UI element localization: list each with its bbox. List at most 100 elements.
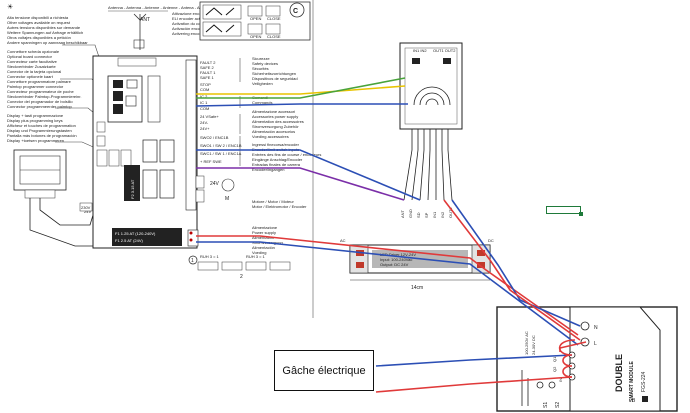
control-board: F2 3.15 AT F1 1.25 AT (120-240V) F1 2.5 … [92,55,199,249]
terminal-label: FAULT 1 [200,70,216,75]
gache-label: Gâche électrique [282,364,366,377]
module-pin-s2: S2 [555,402,561,408]
psu-text: LED Driver 12V-24V [380,252,416,257]
receiver-pin: IN1 [432,211,437,218]
receiver-out-label: OUT1 OUT2 [433,48,456,53]
jumper-label: RUH 3 = 1 [200,254,220,259]
fuse-2-label: F1 2.5 AT (24V) [115,238,144,243]
spreadsheet-cell-selection[interactable] [546,206,583,216]
terminal-label: SWO2 / ENC1B [200,135,229,140]
programmer-line: Conector del programador de bolsillo [7,99,73,104]
limit-line: Entradas finales de carrera [252,162,301,167]
receiver-pin: SP [424,212,429,218]
warning-line: Andere spanningen op aanvraag beschikbaa… [7,40,88,45]
psu-text: Input: 100-240Vac [380,257,412,262]
psu-width-label: 14cm [411,285,423,291]
motor-terminal: 24V M [195,175,235,203]
receiver-pin: OUT2 [448,207,453,218]
programmer-line: Connecteur programmateur de poche [7,89,74,94]
motor-icon [221,178,235,192]
transformer: 24V 230V [13,149,94,247]
programmer-line: Steckverbinder Palmtop-Programmiereinr. [7,94,81,99]
module-voltage-dc: 24-30V DC [531,335,536,355]
module-subtitle: SMART MODULE [629,361,635,402]
gache-electrique-box: Gâche électrique [274,350,374,391]
switch-panel: OPEN CLOSE OPEN CLOSE C [199,1,311,41]
module-model: FGS-224 [641,371,647,392]
terminal-label: COM [200,87,209,92]
terminal-label: SAFE 2 [200,65,215,70]
jumper-area: 1 RUH 3 = 1 RUH 3 = 1 2 [188,254,291,280]
psu-ac-label: AC [340,238,346,243]
close-label: CLOSE [267,34,281,39]
encoder-line: Activering encoder ELI [172,31,212,36]
programmer-text: Connettore programmatore palmare Palmtop… [7,79,81,109]
smart-module: DOUBLE SMART MODULE FGS-224 100-250V AC … [496,306,678,412]
limit-line: Ingressi finecorsa/encoder [252,142,300,147]
open-label: OPEN [250,16,261,21]
motor-terminal-24v: 24V [210,181,220,187]
module-pin-q1: Q1 [552,356,557,362]
module-title: DOUBLE [614,354,624,392]
display-line: Pantalla más botones de programación [7,133,77,138]
terminal-label: STOP [200,82,211,87]
mains-label: 230V [81,205,91,210]
safety-line: Safety devices [252,61,278,66]
power-line: Alimentación [252,245,275,250]
panel-letter: C [293,8,298,15]
terminal-label: 24 VSafe+ [200,114,219,119]
warning-line: Weitere Spannungen auf Anfrage erhältlic… [7,30,83,35]
terminal-label: SAFE 1 [200,75,215,80]
receiver-pin: GND [408,209,413,218]
fuse-1-label: F1 1.25 AT (120-240V) [115,231,156,236]
encoder-line: Activation du codeur ELI [172,21,215,26]
warning-line: Alta tensione disponibili a richiesta [7,15,69,20]
panel-badge [289,2,305,18]
display-line: Display + tasti programmazione [7,113,64,118]
safety-line: Dispositivos de seguridad [252,76,298,81]
limit-line: Encoder/ingangen [252,167,284,172]
display-text: Display + tasti programmazione Display p… [7,113,77,143]
accessories-line: Voeding accessoires [252,134,289,139]
encoder-line: Attivazione encoder ELI [172,11,214,16]
receiver-pin: IN2 [440,211,445,218]
connector-line: Conector de la tarjeta opcional [7,69,61,74]
encoder-line: ELI encoder activation [172,16,212,21]
power-line: Alimentation [252,235,274,240]
sun-icon: ☀ [7,3,13,11]
module-pin-l: L [594,341,597,347]
limit-line: Entrées des fins de course / encodeurs [252,152,321,157]
power-line: Power supply [252,230,276,235]
power-line: Alimentazione [252,225,278,230]
display-line: Display plus programming keys [7,118,63,123]
psu-text: Output: DC 24V [380,262,409,267]
terminal-label: SWO1 / SW 2 / ENC1B [200,143,242,148]
limit-line: Eingänge Anschlag/Encoder [252,157,303,162]
warning-text: ☀ Alta tensione disponibili a richiesta … [7,3,88,45]
terminal-label: IC 2 [200,94,208,99]
motor-line: Motore / Motor / Moteur [252,199,294,204]
display-line: Display und Programmierungstasten [7,128,72,133]
psu-dc-label: DC [488,238,494,243]
accessories-line: Alimentazione accessori [252,109,295,114]
module-button-label: B [632,398,636,404]
switch-icon [205,7,235,16]
power-line: Voeding [252,250,266,255]
receiver-pin: SD [416,212,421,218]
safety-line: Veiligheden [252,81,273,86]
fuse-label: F2 3.15 AT [130,179,135,199]
antenna-label: Antenna - Antenna - Antenne - Antenne - … [108,5,213,10]
accessories-line: Alimentation des accessoires [252,119,304,124]
module-pin-q2: Q2 [552,366,557,372]
display-line: Display +toetsen programmeren [7,138,64,143]
commands-line: Commands [252,100,272,105]
connector-text: Connettore scheda opzionale Optional boa… [7,49,61,79]
safety-line: Sicurezze [252,56,270,61]
receiver-pin: ANT [400,209,405,218]
module-button-icon [642,396,648,402]
accessories-line: Stromversorgung Zubehör [252,124,299,129]
terminal-labels: FAULT 2 SAFE 2 FAULT 1 SAFE 1 STOP COM I… [200,58,242,166]
terminal-label: 24V+ [200,126,210,131]
terminal-label: 24V- [200,120,209,125]
jumper-label: RUH 3 = 1 [246,254,266,259]
